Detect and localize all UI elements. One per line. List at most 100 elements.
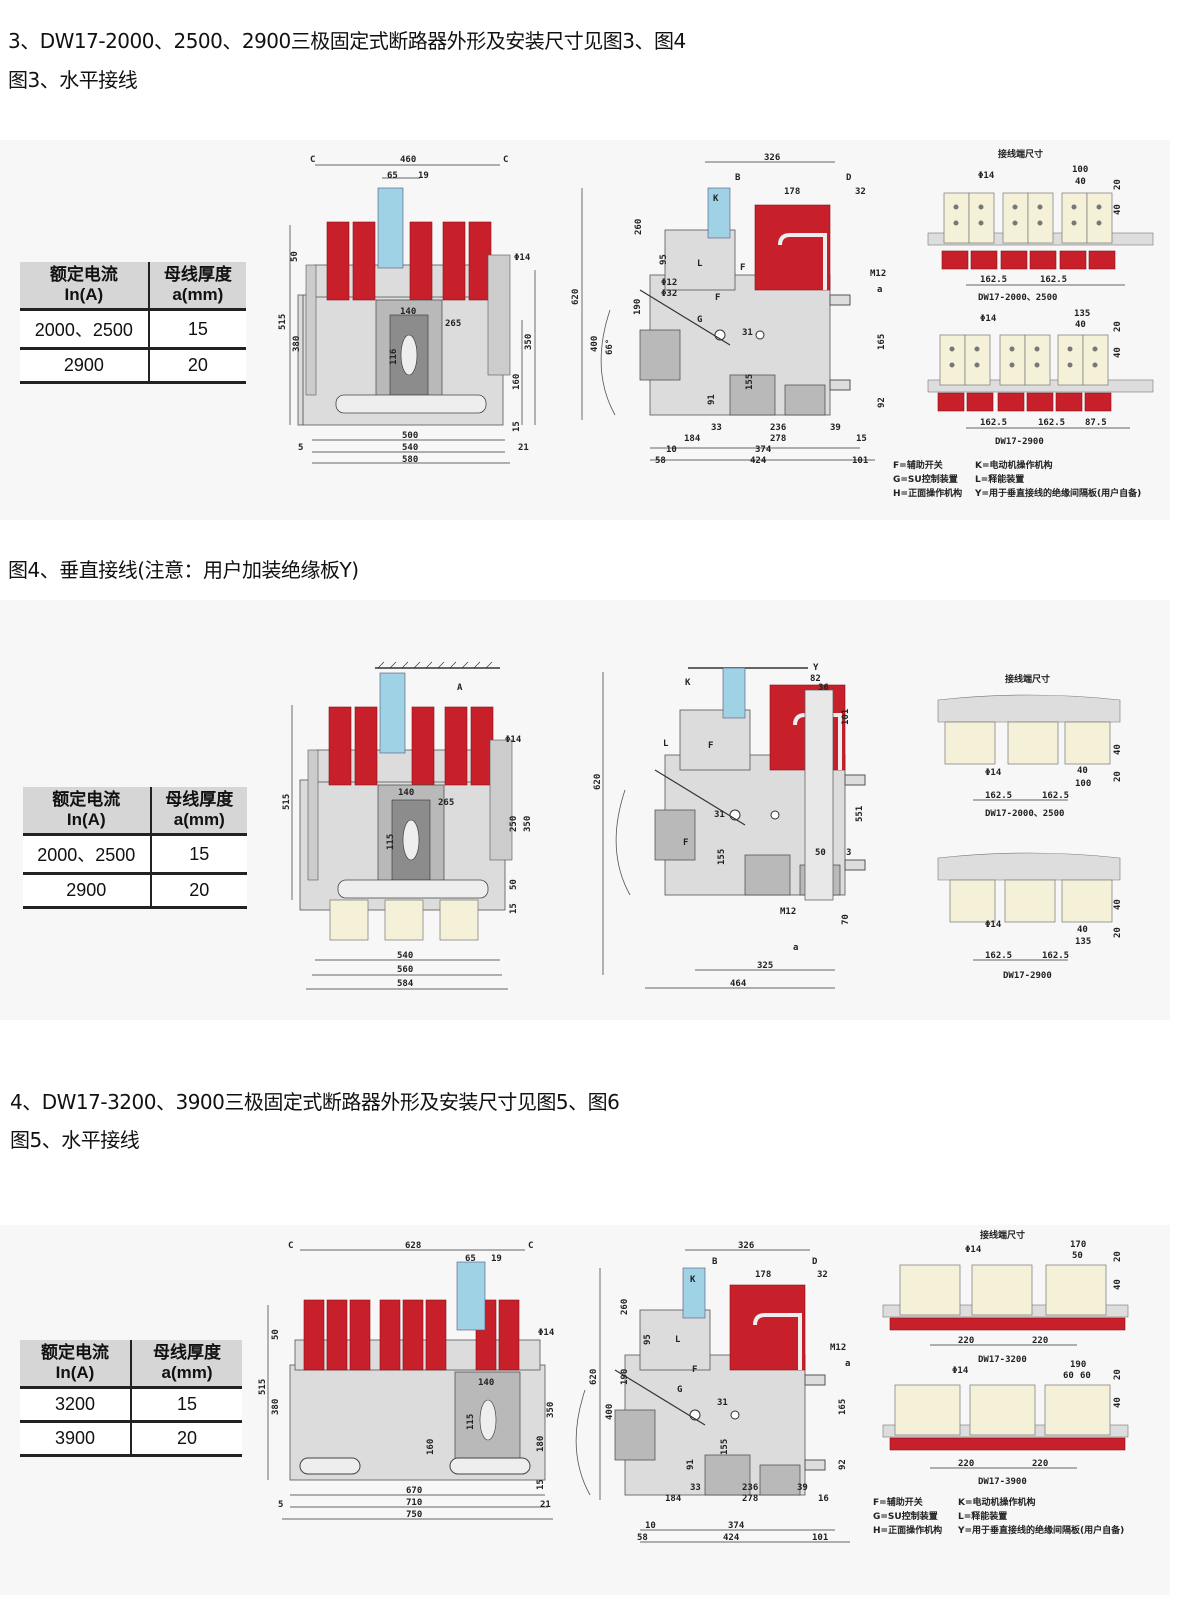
dim-label: 140 [400,307,416,317]
cell-thickness: 15 [148,309,246,350]
dim-label: 101 [852,456,868,466]
dim-label: 515 [258,1379,268,1395]
dim-label: 350 [546,1402,556,1418]
dim-label: 190 [620,1369,630,1385]
dim-label: 265 [438,798,454,808]
dim-label: 380 [271,1399,281,1415]
dim-label: 265 [445,319,461,329]
terminal-title: 接线端尺寸 [1005,673,1050,685]
dim-label: Φ12 [661,278,677,288]
dim-label: 40 [1113,744,1123,755]
fig3-title: 图3、水平接线 [8,68,138,92]
dim-label: 500 [402,431,418,441]
fig5-side-view: 326 B 178 D 32 K 260 95 620 400 190 M12 … [574,1241,850,1543]
header-thickness: 母线厚度 [163,265,232,284]
dim-label: 190 [633,299,643,315]
dim-label: a [877,285,882,295]
dim-label: 326 [738,1241,754,1251]
dim-label: 155 [720,1439,730,1455]
dim-label: Φ14 [505,735,522,745]
dim-label: 39 [797,1483,808,1493]
dim-label: 670 [406,1486,422,1496]
dim-label: 424 [750,456,767,466]
dim-label: 260 [634,219,644,235]
dim-label: Φ14 [985,768,1002,778]
cell-current: 2900 [23,873,152,909]
dim-label: 162.5 [985,791,1012,801]
dim-label: 220 [958,1336,974,1346]
legend-item: Y=用于垂直接线的绝缘间隔板(用户自备) [974,487,1141,499]
dim-label: G [697,315,702,325]
dim-label: L [697,259,703,269]
dim-label: 50 [271,1329,281,1340]
dim-label: A [457,683,463,693]
dim-label: 220 [1032,1336,1048,1346]
dim-label: 620 [589,1369,599,1385]
dim-label: 32 [817,1270,828,1280]
dim-label: 515 [282,794,292,810]
cell-thickness: 15 [150,834,247,875]
header-thickness-unit: a(mm) [172,285,224,304]
dim-label: 58 [655,456,666,466]
dim-label: 87.5 [1085,418,1107,428]
fig5-front-view: C 628 C 65 19 Φ14 140 50 515 380 115 350… [258,1241,556,1520]
dim-label: 15 [512,421,522,432]
dim-label: 584 [397,979,414,989]
dim-label: F [740,263,745,273]
dim-label: 5 [278,1500,283,1510]
cell-current: 3900 [20,1421,132,1457]
dim-label: F [708,741,713,751]
model-label: DW17-3200 [978,1355,1027,1365]
dim-label: C [288,1241,293,1251]
terminal-title: 接线端尺寸 [998,148,1043,160]
dim-label: 460 [400,155,416,165]
dim-label: Φ14 [985,920,1002,930]
dim-label: 50 [509,879,519,890]
dim-label: 350 [524,334,534,350]
dim-label: 65 [465,1254,476,1264]
terminal-title: 接线端尺寸 [980,1229,1025,1241]
legend-item: F=辅助开关 [873,1496,923,1508]
model-label: DW17-2000、2500 [978,293,1057,303]
header-current-unit: In(A) [66,810,106,829]
dim-label: F [683,838,688,848]
dim-label: 33 [690,1483,701,1493]
cell-thickness: 20 [148,348,246,384]
dim-label: 92 [838,1459,848,1470]
dim-label: 155 [717,849,727,865]
dim-label: 464 [730,979,747,989]
dim-label: 15 [536,1479,546,1490]
dim-label: 162.5 [1040,275,1067,285]
header-current-unit: In(A) [55,1363,95,1382]
dim-label: 21 [518,443,529,453]
dim-label: Φ14 [978,171,995,181]
dim-label: Φ14 [514,253,531,263]
header-thickness: 母线厚度 [165,790,234,809]
dim-label: 82 [810,674,821,684]
dim-label: 115 [386,834,396,850]
dim-label: 65 [387,171,398,181]
dim-label: 326 [764,153,780,163]
legend-item: G=SU控制装置 [893,473,958,485]
dim-label: 350 [523,816,533,832]
dim-label: Φ32 [661,289,677,299]
dim-label: C [503,155,508,165]
dim-label: K [713,194,719,204]
dim-label: 374 [755,445,772,455]
dim-label: 278 [770,434,786,444]
legend-item: Y=用于垂直接线的绝缘间隔板(用户自备) [957,1524,1124,1536]
dim-label: M12 [780,907,796,917]
fig3-terminal-dimensions: 接线端尺寸 Φ14 100 40 20 40 162.5 162.5 DW17-… [927,148,1154,447]
legend-item: K=电动机操作机构 [975,459,1053,471]
dim-label: 60 [1080,1371,1091,1381]
dim-label: B [712,1257,718,1267]
model-label: DW17-2900 [995,437,1044,447]
dim-label: 178 [784,187,800,197]
cell-thickness: 15 [131,1387,242,1423]
legend-item: H=正面操作机构 [873,1524,942,1536]
cell-current: 2000、2500 [23,834,152,875]
dim-label: 155 [745,374,755,390]
dim-label: 140 [478,1378,494,1388]
